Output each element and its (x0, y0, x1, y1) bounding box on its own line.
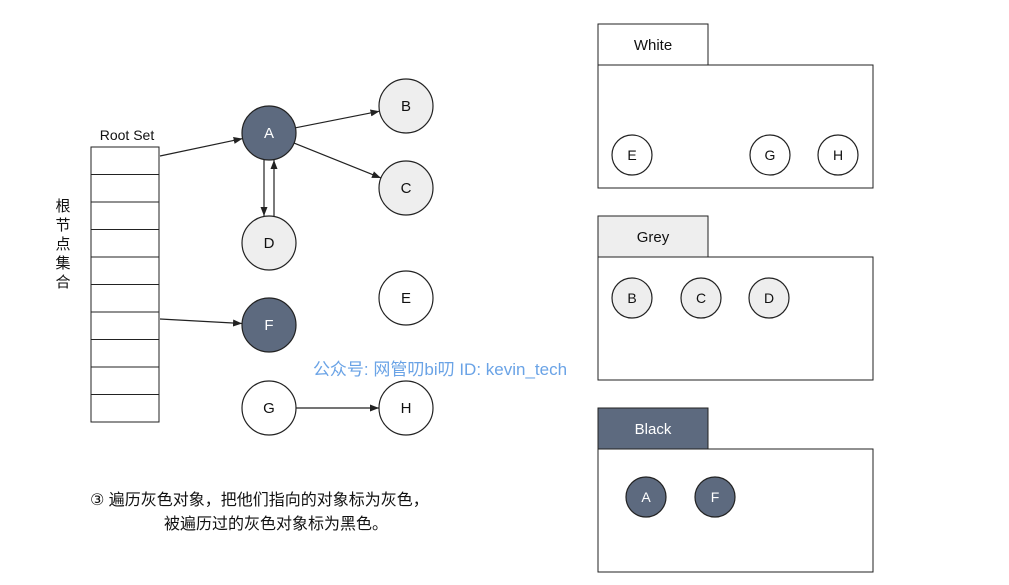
node-label: D (264, 235, 275, 252)
node-a: A (241, 105, 297, 161)
object-graph: A B C D E F G H (241, 78, 434, 436)
root-set-stack (90, 146, 160, 423)
set-member-h: H (817, 134, 859, 176)
set-member-circle (625, 476, 667, 518)
root-set-side-char: 节 (55, 217, 70, 234)
set-member-label: G (765, 147, 776, 163)
root-set-slot (90, 146, 160, 175)
node-circle (241, 297, 297, 353)
set-member-label: D (764, 290, 774, 306)
node-label: C (401, 180, 412, 197)
set-member-circle (748, 277, 790, 319)
root-set-slot (90, 284, 160, 313)
root-set-side-char: 根 (55, 198, 70, 215)
node-e: E (378, 270, 434, 326)
set-member-circle (817, 134, 859, 176)
root-set-slot (90, 339, 160, 368)
set-member-circle (749, 134, 791, 176)
node-circle (241, 380, 297, 436)
set-member-label: A (641, 489, 651, 505)
set-title: Black (635, 421, 672, 438)
set-member-label: H (833, 147, 843, 163)
set-member-a: A (625, 476, 667, 518)
node-d: D (241, 215, 297, 271)
set-member-label: E (627, 147, 636, 163)
set-tab (597, 407, 709, 450)
set-member-f: F (694, 476, 736, 518)
caption-line-2: 被遍历过的灰色对象标为黑色。 (164, 515, 388, 533)
root-set-slot (90, 366, 160, 395)
root-set-slot (90, 174, 160, 203)
node-circle (241, 215, 297, 271)
node-label: E (401, 290, 411, 307)
set-box (597, 256, 874, 381)
node-label: F (264, 317, 273, 334)
node-circle (378, 270, 434, 326)
node-c: C (378, 160, 434, 216)
node-circle (241, 105, 297, 161)
root-set-slot (90, 394, 160, 423)
set-member-d: D (748, 277, 790, 319)
watermark: 公众号: 网管叨bi叨 ID: kevin_tech (313, 360, 567, 379)
set-member-label: C (696, 290, 706, 306)
set-member-label: F (711, 489, 720, 505)
set-title: White (634, 37, 672, 54)
node-label: G (263, 400, 275, 417)
edge-root-f (159, 318, 243, 327)
set-member-circle (680, 277, 722, 319)
node-b: B (378, 78, 434, 134)
root-set-slot (90, 229, 160, 258)
node-label: B (401, 98, 411, 115)
node-h: H (378, 380, 434, 436)
edge-a-c (293, 142, 382, 179)
root-set-slot (90, 256, 160, 285)
set-tab (597, 215, 709, 258)
edge-root-a (159, 137, 243, 157)
node-circle (378, 160, 434, 216)
set-member-label: B (627, 290, 636, 306)
edge-a-b (295, 109, 380, 129)
set-member-c: C (680, 277, 722, 319)
node-circle (378, 380, 434, 436)
root-set-side-char: 集 (55, 255, 70, 272)
root-set-slot (90, 311, 160, 340)
set-tab (597, 23, 709, 66)
set-member-circle (611, 134, 653, 176)
caption-line-1: ③ 遍历灰色对象，把他们指向的对象标为灰色， (90, 491, 429, 509)
set-member-g: G (749, 134, 791, 176)
root-set-side-char: 合 (55, 274, 70, 291)
node-label: H (401, 400, 412, 417)
root-set-title: Root Set (100, 127, 155, 143)
reference-edges (159, 109, 382, 412)
set-title: Grey (637, 229, 670, 246)
set-member-e: E (611, 134, 653, 176)
node-label: A (264, 125, 274, 142)
set-member-circle (694, 476, 736, 518)
set-member-b: B (611, 277, 653, 319)
node-circle (378, 78, 434, 134)
set-member-circle (611, 277, 653, 319)
root-set-slot (90, 201, 160, 230)
root-set-side-char: 点 (55, 236, 70, 253)
node-g: G (241, 380, 297, 436)
node-f: F (241, 297, 297, 353)
